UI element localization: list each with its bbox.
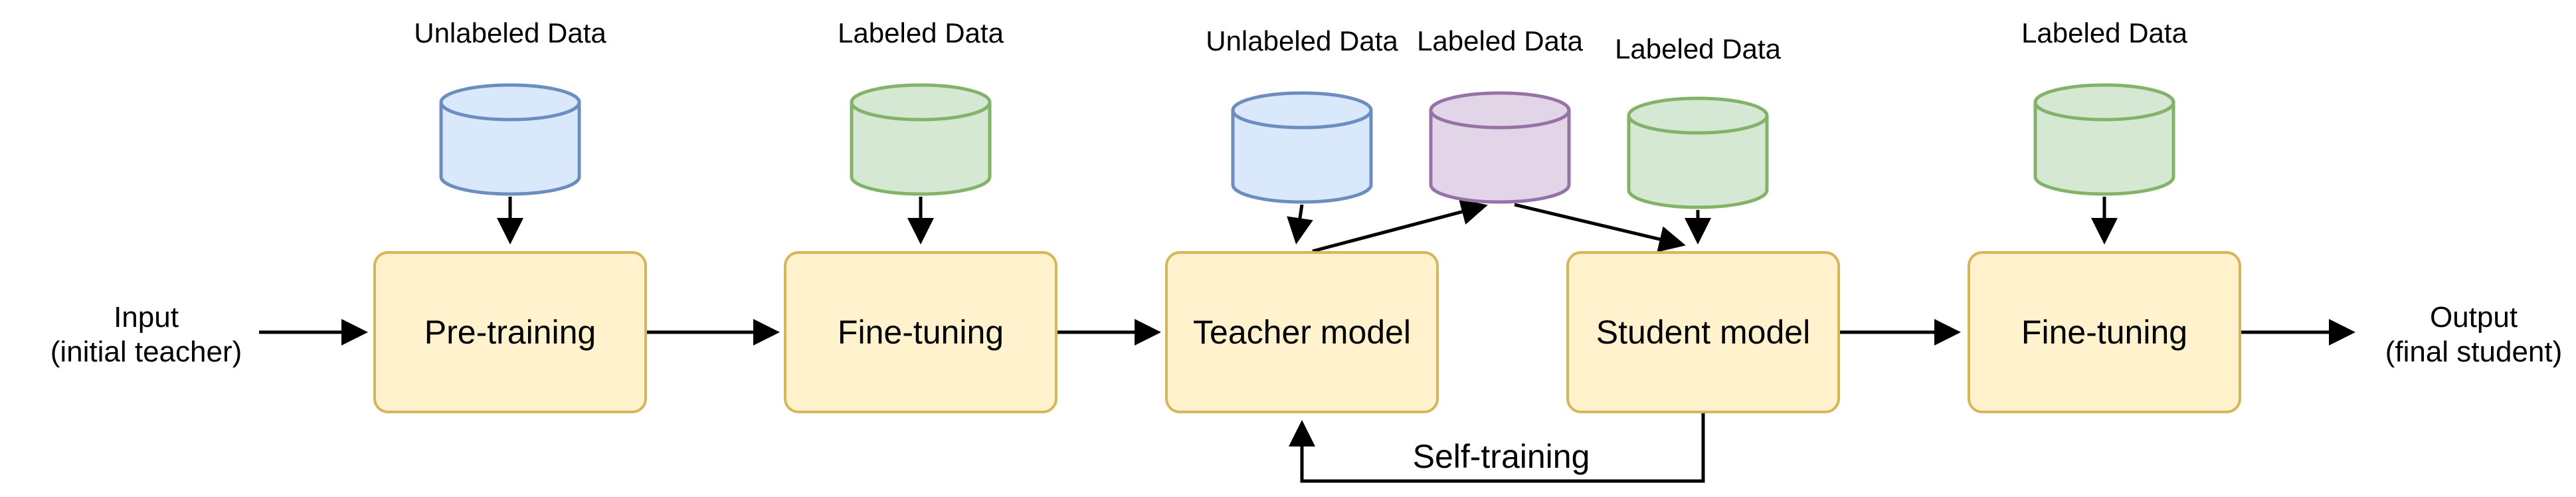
database-cylinder-icon: [1429, 110, 1571, 204]
datastore-labeled-data-1: Labeled Data: [838, 17, 1004, 196]
node-label: Student model: [1596, 314, 1810, 351]
output-label-line1: Output: [2430, 301, 2518, 334]
database-cylinder-icon: [1231, 110, 1373, 204]
database-cylinder-top-icon: [850, 83, 992, 122]
node-fine-tuning-1: Fine-tuning: [784, 251, 1058, 413]
node-teacher-model: Teacher model: [1165, 251, 1439, 413]
datastore-label: Unlabeled Data: [414, 17, 606, 49]
output-terminal: Output (final student): [2385, 301, 2563, 368]
database-cylinder-top-icon: [1627, 96, 1769, 135]
datastore-label: Labeled Data: [1615, 33, 1782, 64]
datastore-unlabeled-data-2: Unlabeled Data: [1206, 25, 1398, 204]
node-box: [1165, 251, 1439, 413]
node-box: [784, 251, 1058, 413]
database-cylinder-icon: [439, 102, 581, 196]
node-pre-training: Pre-training: [373, 251, 647, 413]
selftraining-label: Self-training: [1413, 438, 1590, 475]
database-cylinder-top-icon: [2033, 83, 2175, 122]
database-cylinder-icon: [2033, 102, 2175, 196]
datastore-labeled-data-3: Labeled Data: [2021, 17, 2188, 196]
output-label-line2: (final student): [2385, 336, 2563, 368]
datastore-label: Unlabeled Data: [1206, 25, 1398, 56]
datastore-pseudo-labeled-data: Labeled Data: [1417, 25, 1584, 204]
arrow-pseudolabeled-to-student: [1514, 203, 1686, 252]
node-label: Fine-tuning: [2021, 314, 2187, 351]
arrow-selftraining-loop: [1289, 412, 1705, 483]
datastore-unlabeled-data-1: Unlabeled Data: [414, 17, 606, 196]
node-student-model: Student model: [1566, 251, 1840, 413]
database-cylinder-icon: [850, 102, 992, 196]
datastore-labeled-data-2: Labeled Data: [1615, 33, 1782, 209]
datastore-label: Labeled Data: [2021, 17, 2188, 49]
database-cylinder-icon: [1627, 116, 1769, 209]
arrow-teacher-to-pseudolabeled: [1312, 199, 1488, 253]
datastore-label: Labeled Data: [1417, 25, 1584, 56]
database-cylinder-top-icon: [1429, 91, 1571, 130]
input-label-line1: Input: [114, 301, 179, 334]
node-label: Teacher model: [1193, 314, 1411, 351]
input-terminal: Input (initial teacher): [50, 301, 242, 368]
database-cylinder-top-icon: [439, 83, 581, 122]
node-box: [1566, 251, 1840, 413]
node-label: Fine-tuning: [838, 314, 1004, 351]
database-cylinder-top-icon: [1231, 91, 1373, 130]
node-box: [373, 251, 647, 413]
datastore-label: Labeled Data: [838, 17, 1004, 49]
node-box: [1968, 251, 2241, 413]
node-fine-tuning-2: Fine-tuning: [1968, 251, 2241, 413]
input-label-line2: (initial teacher): [50, 336, 242, 368]
node-label: Pre-training: [424, 314, 596, 351]
arrow-unlabeled2-to-teacher: [1287, 204, 1313, 245]
